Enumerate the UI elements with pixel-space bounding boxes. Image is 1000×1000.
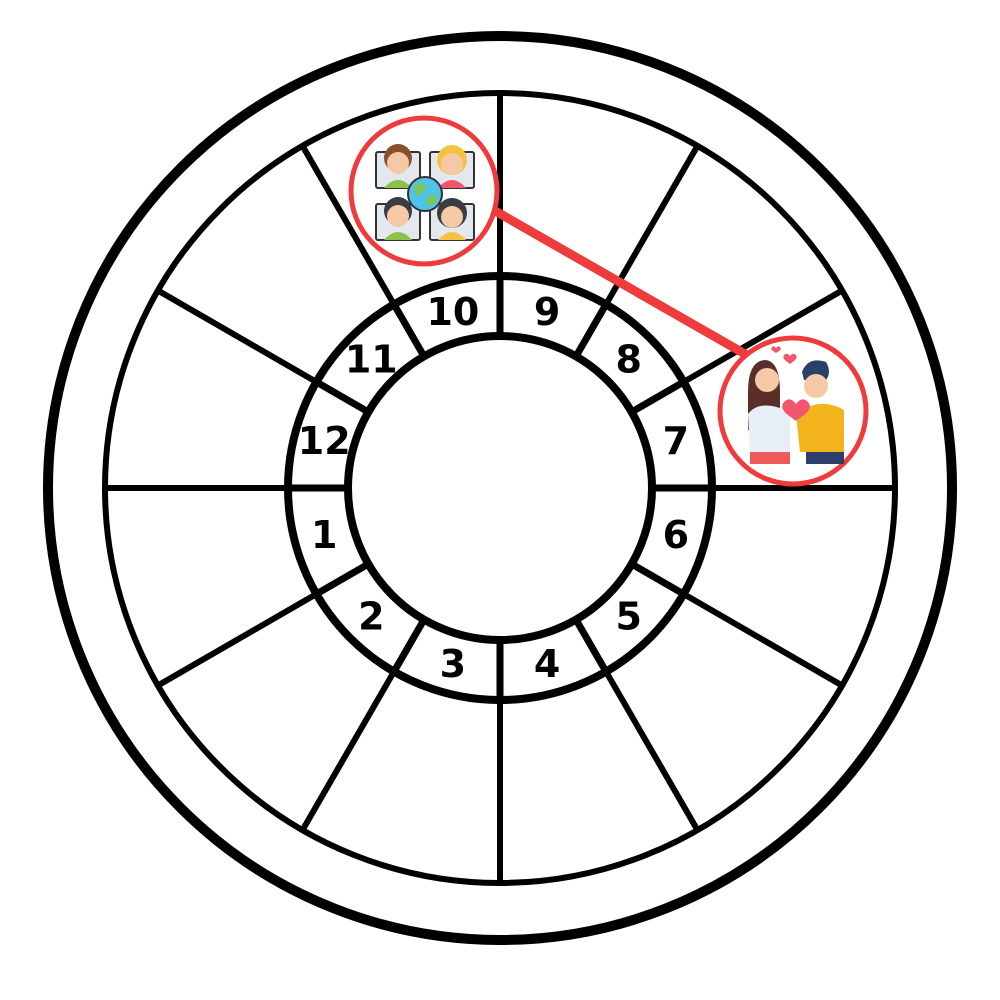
number-band-divider xyxy=(390,302,428,359)
house-spoke xyxy=(156,287,318,385)
connector-line xyxy=(492,207,757,363)
number-band-divider xyxy=(314,560,371,598)
number-band-divider xyxy=(572,617,610,674)
house-number-1: 1 xyxy=(311,513,337,557)
house-number-8: 8 xyxy=(615,337,641,381)
number-band-divider xyxy=(629,560,686,598)
house-number-12: 12 xyxy=(298,419,351,463)
house-spoke xyxy=(603,670,701,832)
house-spoke xyxy=(682,591,844,689)
house-spoke xyxy=(299,670,397,832)
house-number-11: 11 xyxy=(345,337,398,381)
house-number-5: 5 xyxy=(615,595,641,639)
number-band-divider xyxy=(314,378,371,416)
house-number-7: 7 xyxy=(663,419,689,463)
house-dividers xyxy=(105,93,895,883)
house-number-2: 2 xyxy=(358,595,384,639)
number-band-divider xyxy=(629,378,686,416)
group-video-call-globe-icon xyxy=(348,115,500,267)
number-ring-inner xyxy=(344,332,656,644)
couple-in-love-icon xyxy=(717,335,869,487)
house-number-4: 4 xyxy=(534,642,560,686)
number-band-divider xyxy=(572,302,610,359)
outer-ring xyxy=(43,31,957,945)
house-number-10: 10 xyxy=(426,290,479,334)
house-spoke xyxy=(156,591,318,689)
house-number-9: 9 xyxy=(534,290,560,334)
house-spoke xyxy=(682,287,844,385)
house-number-3: 3 xyxy=(440,642,466,686)
number-band-divider xyxy=(390,617,428,674)
house-spoke xyxy=(299,144,397,306)
house-number-6: 6 xyxy=(663,513,689,557)
